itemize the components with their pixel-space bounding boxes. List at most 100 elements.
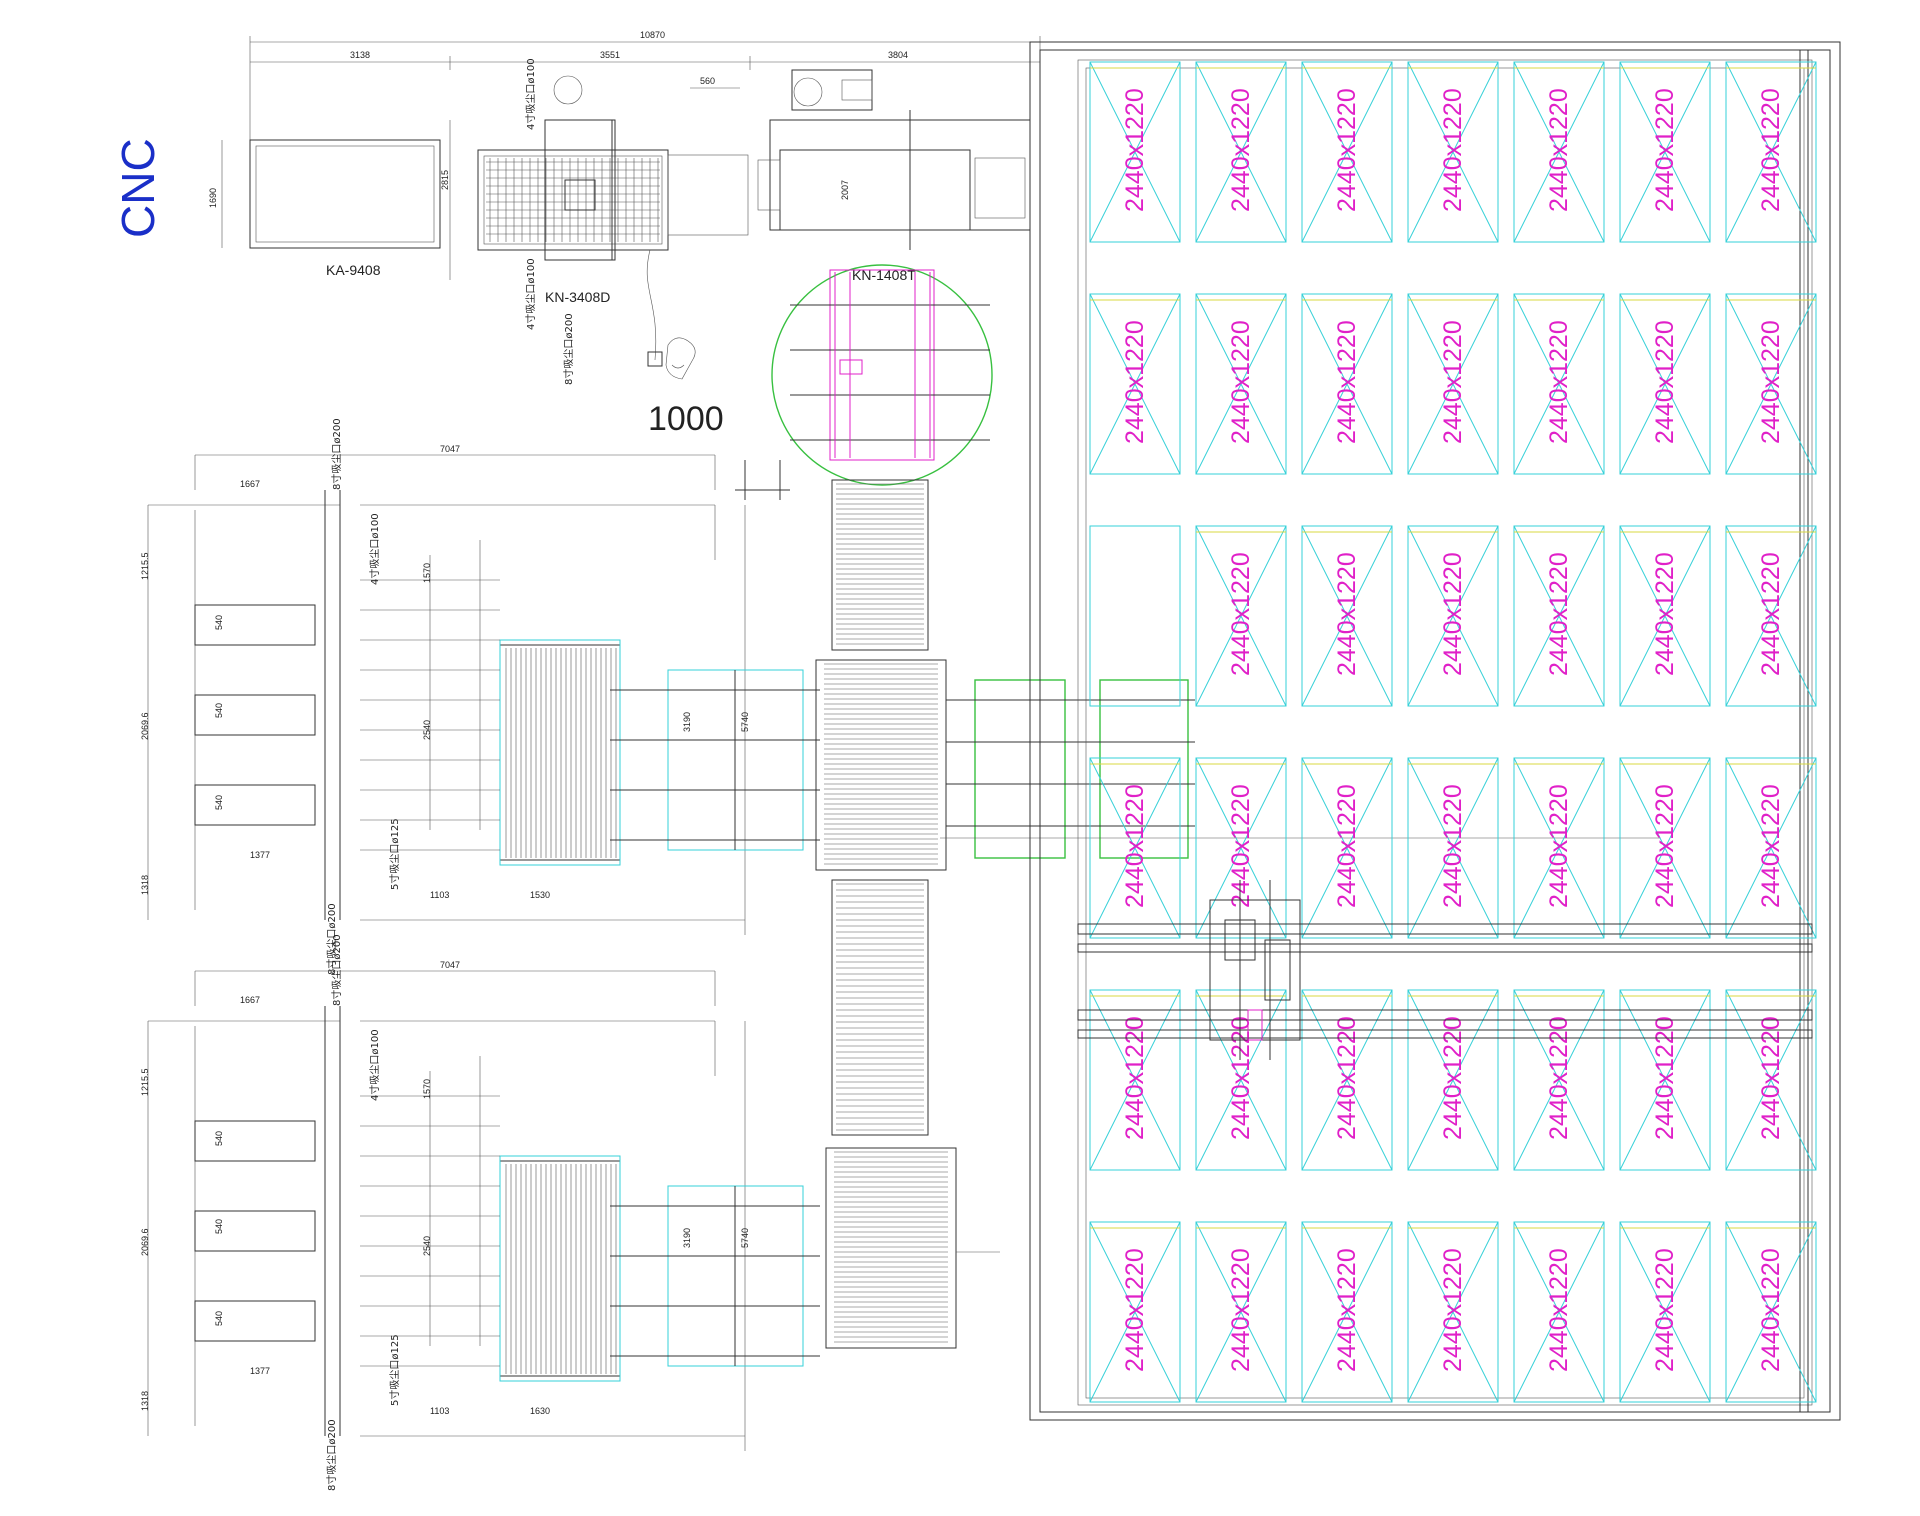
board-size-label: 2440x1220 (1439, 1016, 1467, 1140)
turntable-circle (771, 264, 993, 486)
sorting-1-d2540: 2540 (422, 720, 432, 740)
storage-cell: 2440x1220 (1089, 757, 1181, 939)
sorting-1-d540c: 540 (214, 795, 224, 810)
sorting-1-port_0: 8寸吸尘口ø200 (330, 418, 343, 490)
board-size-label: 2440x1220 (1545, 552, 1573, 676)
sorting-1-d1103: 1103 (430, 890, 449, 900)
board-size-label: 2440x1220 (1651, 552, 1679, 676)
callout-1000: 1000 (648, 400, 724, 438)
transfer-frame-green-1 (974, 679, 1066, 859)
gantry-crane (1077, 880, 1813, 1060)
board-size-label: 2440x1220 (1333, 552, 1361, 676)
storage-cell: 2440x1220 (1407, 989, 1499, 1171)
storage-cell: 2440x1220 (1513, 757, 1605, 939)
sorting-2-d1103: 1103 (430, 1406, 449, 1416)
storage-cell: 2440x1220 (1301, 757, 1393, 939)
storage-cell: 2440x1220 (1725, 525, 1817, 707)
storage-cell: 2440x1220 (1089, 1221, 1181, 1403)
board-size-label: 2440x1220 (1439, 552, 1467, 676)
board-size-label: 2440x1220 (1333, 320, 1361, 444)
sorting-2-d1215: 1215.5 (140, 1068, 150, 1096)
board-size-label: 2440x1220 (1227, 1016, 1255, 1140)
storage-cell: 2440x1220 (1195, 61, 1287, 243)
center-conveyors (815, 479, 1660, 1349)
top-dim-seg1: 3138 (350, 50, 370, 60)
top-dim-height-right: 2007 (840, 180, 850, 200)
board-size-label: 2440x1220 (1333, 1016, 1361, 1140)
sorting-1-port_1: 4寸吸尘口ø100 (368, 513, 381, 585)
board-size-label: 2440x1220 (1757, 1248, 1785, 1372)
kn-1408t-label: KN-1408T (852, 267, 916, 283)
storage-outer-frame (1029, 41, 1841, 1421)
board-size-label: 2440x1220 (1227, 552, 1255, 676)
top-dim-small: 560 (700, 76, 715, 86)
sorting-2-d2540: 2540 (422, 1236, 432, 1256)
sorting-2-port_1: 4寸吸尘口ø100 (368, 1029, 381, 1101)
ka-9408-table (249, 139, 441, 249)
storage-cell: 2440x1220 (1195, 293, 1287, 475)
storage-cell: 2440x1220 (1725, 61, 1817, 243)
storage-cell: 2440x1220 (1407, 293, 1499, 475)
storage-cell: 2440x1220 (1513, 293, 1605, 475)
board-size-label: 2440x1220 (1121, 784, 1149, 908)
kn-3408d-label: KN-3408D (545, 289, 610, 305)
storage-cell: 2440x1220 (1301, 293, 1393, 475)
storage-cell: 2440x1220 (1301, 525, 1393, 707)
storage-cell: 2440x1220 (1725, 757, 1817, 939)
board-size-label: 2440x1220 (1545, 1248, 1573, 1372)
sorting-2-d1377: 1377 (250, 1366, 270, 1376)
storage-cell (1089, 525, 1181, 707)
storage-cell: 2440x1220 (1089, 61, 1181, 243)
board-size-label: 2440x1220 (1545, 320, 1573, 444)
storage-cell: 2440x1220 (1301, 1221, 1393, 1403)
sorting-2-d1667: 1667 (240, 995, 260, 1005)
storage-cell: 2440x1220 (1195, 525, 1287, 707)
board-size-label: 2440x1220 (1121, 320, 1149, 444)
board-size-label: 2440x1220 (1757, 1016, 1785, 1140)
board-size-label: 2440x1220 (1757, 552, 1785, 676)
sorting-2-d3190: 3190 (682, 1228, 692, 1248)
sorting-1-d1667: 1667 (240, 479, 260, 489)
storage-cell: 2440x1220 (1513, 1221, 1605, 1403)
top-dim-seg2: 3551 (600, 50, 620, 60)
board-size-label: 2440x1220 (1227, 1248, 1255, 1372)
sorting-2-port_2: 5寸吸尘口ø125 (388, 1334, 401, 1406)
board-size-label: 2440x1220 (1651, 88, 1679, 212)
board-size-label: 2440x1220 (1439, 320, 1467, 444)
board-size-label: 2440x1220 (1545, 1016, 1573, 1140)
kn-3408d-machine (477, 75, 749, 367)
storage-cell: 2440x1220 (1513, 525, 1605, 707)
sorting-2-d1530: 1630 (530, 1406, 550, 1416)
board-size-label: 2440x1220 (1121, 1248, 1149, 1372)
sorting-1-d5740: 5740 (740, 712, 750, 732)
sorting-2-port_0: 8寸吸尘口ø200 (330, 934, 343, 1006)
sorting-1-d1215: 1215.5 (140, 552, 150, 580)
board-size-label: 2440x1220 (1333, 1248, 1361, 1372)
sorting-2-overall: 7047 (440, 960, 460, 970)
sorting-1-d2069: 2069.6 (140, 712, 150, 740)
board-size-label: 2440x1220 (1545, 784, 1573, 908)
sorting-2-d540b: 540 (214, 1219, 224, 1234)
top-dim-height-left: 1690 (208, 188, 218, 208)
board-size-label: 2440x1220 (1651, 1248, 1679, 1372)
sorting-2-d540a: 540 (214, 1131, 224, 1146)
top-dim-height-mid: 2815 (440, 170, 450, 190)
sorting-1-overall: 7047 (440, 444, 460, 454)
kn-1408t-machine (757, 69, 1031, 250)
operator-seat-icon (665, 337, 696, 380)
turntable-magenta-frame (829, 269, 935, 461)
storage-cell: 2440x1220 (1619, 757, 1711, 939)
storage-cell: 2440x1220 (1195, 757, 1287, 939)
board-size-label: 2440x1220 (1439, 88, 1467, 212)
storage-cell: 2440x1220 (1407, 757, 1499, 939)
sorting-2-port_3: 8寸吸尘口ø200 (325, 1419, 338, 1491)
storage-cell: 2440x1220 (1619, 989, 1711, 1171)
board-size-label: 2440x1220 (1651, 784, 1679, 908)
board-size-label: 2440x1220 (1757, 320, 1785, 444)
sorting-2-d540c: 540 (214, 1311, 224, 1326)
storage-cell: 2440x1220 (1089, 293, 1181, 475)
